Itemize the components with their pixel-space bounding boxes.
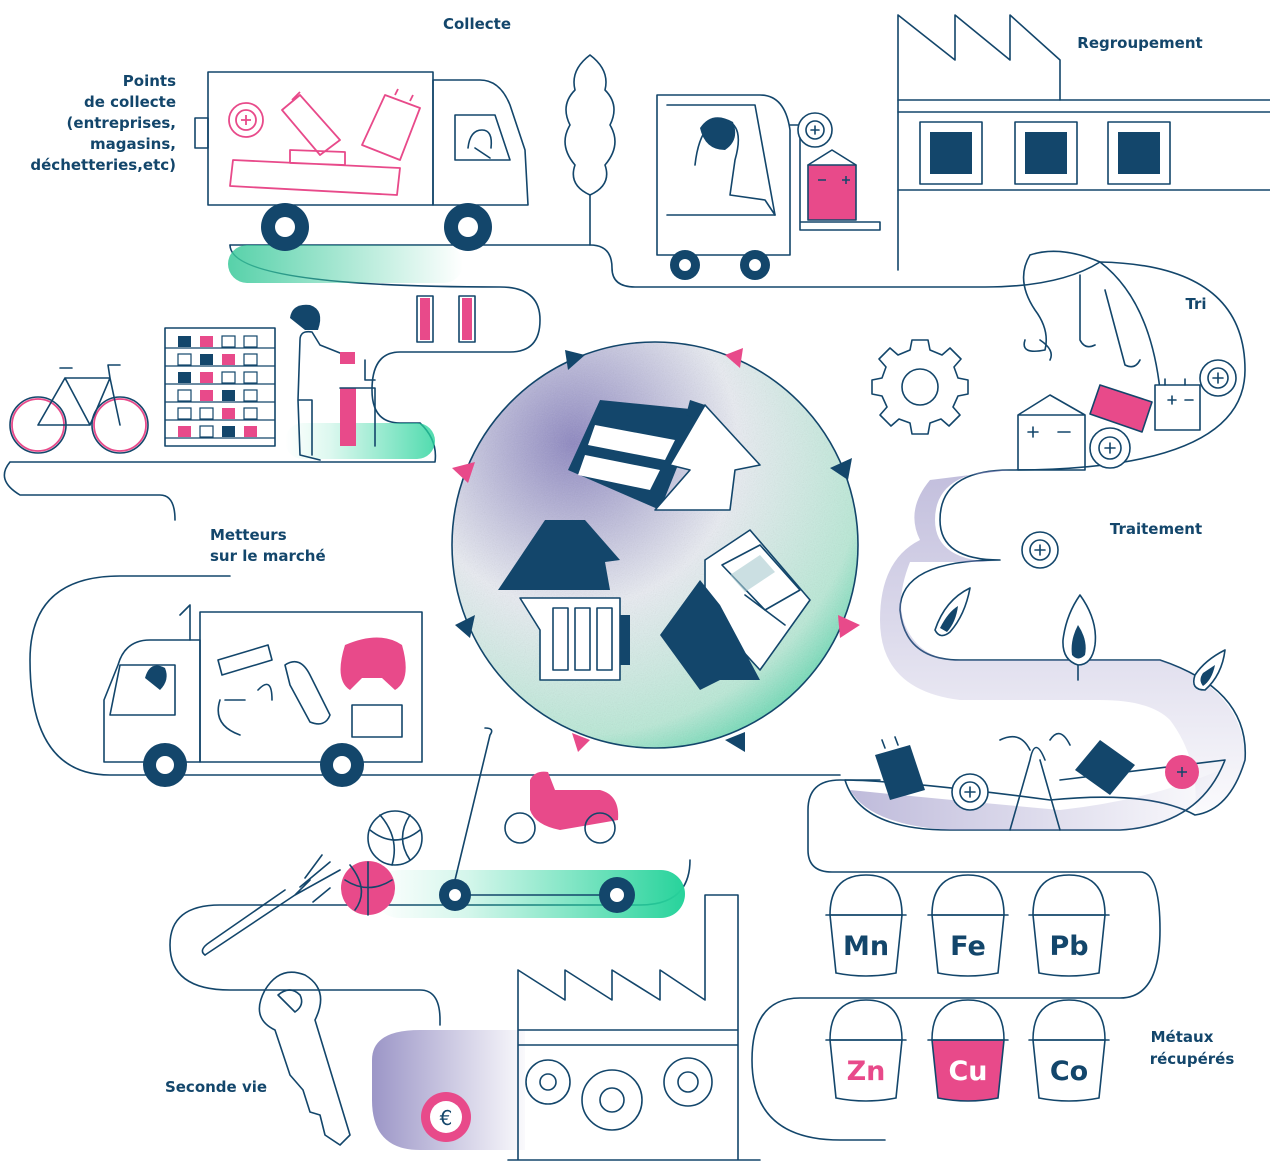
label-metteurs-2: sur le marché: [210, 547, 326, 565]
factory-icon: [897, 14, 1270, 271]
gear-icon: [871, 339, 969, 435]
metal-symbol: Zn: [847, 1056, 886, 1087]
label-points-4: magasins,: [90, 135, 176, 153]
metal-symbol: Pb: [1049, 931, 1088, 962]
metal-symbol: Fe: [950, 931, 986, 962]
recycle-arrow-icon: [498, 520, 620, 590]
metal-symbol: Mn: [843, 931, 889, 962]
collection-truck-icon: [194, 71, 529, 251]
label-collecte: Collecte: [443, 15, 511, 33]
battery-icon: [519, 597, 630, 681]
metal-symbol: Co: [1050, 1056, 1088, 1087]
collecte-band: [228, 245, 463, 283]
label-points-5: déchetteries,etc): [30, 156, 176, 174]
label-regroupement: Regroupement: [1077, 34, 1202, 52]
bucket-icon: Co: [1028, 999, 1110, 1102]
delivery-truck-icon: [103, 604, 423, 787]
bucket-icon: Cu: [927, 999, 1009, 1102]
flow-path-left: [3, 244, 841, 1026]
shelf-icon: [164, 327, 276, 447]
fork-icon: [201, 854, 341, 956]
scooter-icon: [439, 727, 635, 913]
label-points-1: Points: [123, 72, 176, 90]
bucket-icon: Fe: [927, 874, 1009, 977]
label-points-2: de collecte: [84, 93, 176, 111]
bucket-icon: Mn: [825, 874, 907, 977]
bucket-icon: Pb: [1028, 874, 1110, 977]
recycle-arrow-icon: [654, 404, 761, 511]
label-metaux-1: Métaux: [1151, 1028, 1214, 1046]
key-icon: [258, 971, 351, 1146]
label-tri: Tri: [1185, 295, 1206, 313]
bicycle-icon: [9, 364, 149, 454]
worker-icon: [290, 295, 476, 461]
bucket-icon: Zn: [825, 999, 907, 1102]
forklift-icon: [656, 94, 881, 280]
recycle-circle: [451, 341, 860, 752]
label-metteurs-1: Metteurs: [210, 526, 287, 544]
flame-icon: [934, 587, 1226, 691]
seconde-vie-band: [375, 870, 685, 918]
label-traitement: Traitement: [1110, 520, 1202, 538]
euro-icon: €: [440, 1106, 453, 1130]
treatment-basin: [844, 732, 1226, 831]
recycling-factory-icon: €: [372, 894, 761, 1161]
label-metaux-2: récupérés: [1150, 1050, 1235, 1068]
tree-icon: [564, 54, 616, 246]
metal-symbol: Cu: [948, 1056, 987, 1087]
battery-icon: [568, 400, 705, 510]
metteurs-band: [285, 423, 435, 459]
hand-icon: [1022, 250, 1161, 391]
ball-icon: [341, 810, 423, 916]
label-seconde-vie: Seconde vie: [165, 1078, 267, 1096]
recycle-arrow-icon: [660, 580, 760, 690]
sorted-batteries: [1017, 359, 1237, 471]
label-points-3: (entreprises,: [67, 114, 176, 132]
